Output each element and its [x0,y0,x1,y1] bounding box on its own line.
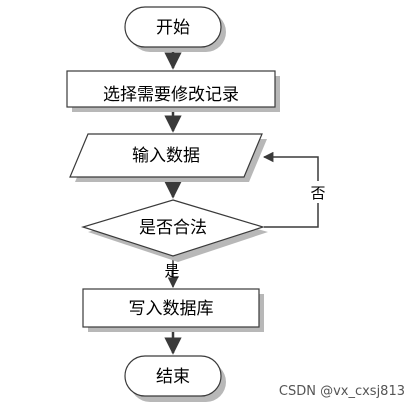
start-node: 开始 [124,6,226,52]
input-data-node-label: 输入数据 [132,146,200,166]
validity-decision-node: 是否合法 [80,199,268,262]
select-record-node-label: 选择需要修改记录 [103,85,239,105]
input-data-node: 输入数据 [69,133,267,182]
watermark-text: CSDN @vx_cxsj813 [279,384,405,399]
no-edge-label: 否 [310,184,325,202]
end-node-label: 结束 [156,367,190,387]
start-node-label: 开始 [156,18,190,38]
write-database-node: 写入数据库 [82,288,264,332]
write-database-node-label: 写入数据库 [129,299,214,319]
validity-decision-node-label: 是否合法 [139,218,207,238]
select-record-node: 选择需要修改记录 [66,70,280,112]
end-node: 结束 [124,355,226,402]
yes-edge-label: 是 [164,262,179,280]
